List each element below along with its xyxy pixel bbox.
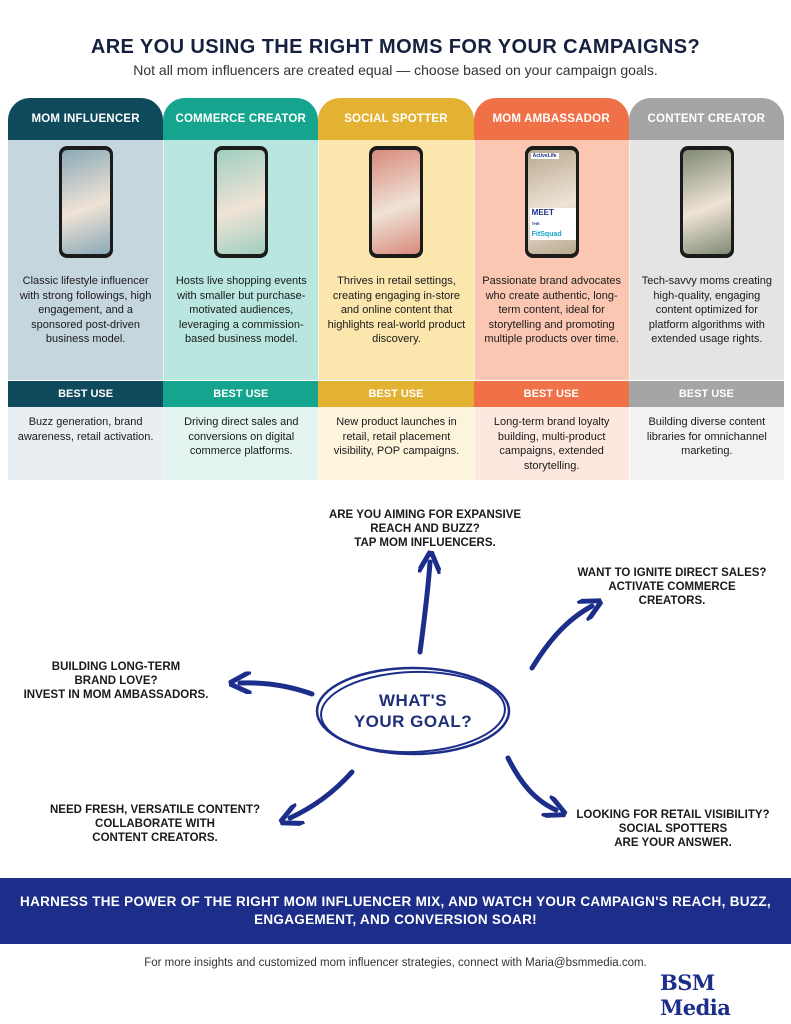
column-body: Classic lifestyle influencer with strong…: [8, 140, 164, 380]
influencer-photo: [372, 150, 421, 254]
photo-meet-overlay: MEET THE FitSquad: [529, 208, 576, 240]
page-title: ARE YOU USING THE RIGHT MOMS FOR YOUR CA…: [90, 36, 701, 58]
influencer-photo: [682, 150, 731, 254]
arrow-left: [240, 683, 315, 697]
page-subtitle: Not all mom influencers are created equa…: [133, 62, 658, 78]
arrow-down-right: [505, 755, 556, 810]
best-use-label: BEST USE: [628, 381, 784, 407]
best-use-text: Building diverse content libraries for o…: [646, 416, 767, 457]
column-mom-ambassador: MOM AMBASSADOR ActiveLife MEET THE FitSq…: [473, 98, 629, 480]
footer-contact: For more insights and customized mom inf…: [144, 957, 647, 969]
influencer-photo: [61, 150, 110, 254]
arrow-up-right: [529, 606, 592, 671]
best-use-text: Buzz generation, brand awareness, retail…: [17, 416, 154, 443]
goal-retail-visibility: LOOKING FOR RETAIL VISIBILITY? SOCIAL SP…: [560, 808, 786, 850]
cta-banner-text: HARNESS THE POWER OF THE RIGHT MOM INFLU…: [20, 894, 771, 927]
goal-ellipse: [315, 666, 511, 756]
phone-photo: [369, 146, 424, 258]
goal-line: ACTIVATE COMMERCE: [608, 581, 736, 593]
goal-line: NEED FRESH, VERSATILE CONTENT?: [50, 804, 260, 816]
best-use-text: New product launches in retail, retail p…: [333, 416, 460, 457]
goal-center-label: WHAT'S YOUR GOAL?: [333, 690, 493, 732]
phone-photo: ActiveLife MEET THE FitSquad: [524, 146, 579, 258]
best-use-cell: Long-term brand loyalty building, multi-…: [473, 407, 629, 480]
column-description: Classic lifestyle influencer with strong…: [19, 275, 152, 345]
column-body: Hosts live shopping events with smaller …: [163, 140, 319, 380]
best-use-cell: Buzz generation, brand awareness, retail…: [8, 407, 164, 480]
phone-photo: [58, 146, 113, 258]
goal-line: SOCIAL SPOTTERS: [618, 823, 728, 835]
goal-center-line1: WHAT'S: [378, 691, 448, 710]
goal-line: CONTENT CREATORS.: [92, 832, 218, 844]
goal-line: BRAND LOVE?: [74, 675, 158, 687]
goal-line: BUILDING LONG-TERM: [51, 661, 181, 673]
column-commerce-creator: COMMERCE CREATOR Hosts live shopping eve…: [163, 98, 319, 480]
column-description: Tech-savvy moms creating high-quality, e…: [641, 275, 772, 345]
the-text: THE: [531, 221, 540, 226]
column-header: MOM AMBASSADOR: [473, 98, 629, 140]
goal-line: ARE YOUR ANSWER.: [614, 837, 732, 849]
goal-line: WANT TO IGNITE DIRECT SALES?: [577, 567, 767, 579]
best-use-label: BEST USE: [473, 381, 629, 407]
goal-line: CREATORS.: [638, 595, 706, 607]
best-use-cell: Driving direct sales and conversions on …: [163, 407, 319, 480]
influencer-types-table: MOM INFLUENCER Classic lifestyle influen…: [8, 98, 784, 480]
influencer-photo: ActiveLife MEET THE FitSquad: [527, 150, 576, 254]
column-description: Thrives in retail settings, creating eng…: [327, 275, 466, 345]
arrow-down-left: [290, 769, 355, 818]
phone-photo: [214, 146, 269, 258]
goal-line: LOOKING FOR RETAIL VISIBILITY?: [576, 809, 770, 821]
goal-line: ARE YOU AIMING FOR EXPANSIVE: [328, 509, 522, 521]
best-use-text: Driving direct sales and conversions on …: [184, 416, 299, 457]
column-body: Thrives in retail settings, creating eng…: [318, 140, 474, 380]
goal-line: INVEST IN MOM AMBASSADORS.: [23, 689, 209, 701]
column-content-creator: CONTENT CREATOR Tech-savvy moms creating…: [628, 98, 784, 480]
column-mom-influencer: MOM INFLUENCER Classic lifestyle influen…: [8, 98, 164, 480]
cta-banner: HARNESS THE POWER OF THE RIGHT MOM INFLU…: [0, 878, 791, 944]
best-use-cell: New product launches in retail, retail p…: [318, 407, 474, 480]
column-header: COMMERCE CREATOR: [163, 98, 319, 140]
goal-direct-sales: WANT TO IGNITE DIRECT SALES? ACTIVATE CO…: [562, 566, 782, 608]
column-header: MOM INFLUENCER: [8, 98, 164, 140]
column-description: Hosts live shopping events with smaller …: [175, 275, 307, 345]
goal-line: TAP MOM INFLUENCERS.: [354, 537, 496, 549]
best-use-text: Long-term brand loyalty building, multi-…: [493, 416, 610, 472]
best-use-label: BEST USE: [163, 381, 319, 407]
column-header: SOCIAL SPOTTER: [318, 98, 474, 140]
goal-brand-love: BUILDING LONG-TERM BRAND LOVE? INVEST IN…: [4, 660, 228, 702]
influencer-photo: [217, 150, 266, 254]
column-body: ActiveLife MEET THE FitSquad Passionate …: [473, 140, 629, 380]
goal-line: REACH AND BUZZ?: [370, 523, 480, 535]
goal-fresh-content: NEED FRESH, VERSATILE CONTENT? COLLABORA…: [20, 803, 290, 845]
goal-reach-buzz: ARE YOU AIMING FOR EXPANSIVE REACH AND B…: [290, 508, 560, 550]
column-description: Passionate brand advocates who create au…: [482, 275, 622, 345]
goal-line: COLLABORATE WITH: [95, 818, 215, 830]
photo-brand-overlay: ActiveLife: [530, 153, 559, 159]
column-body: Tech-savvy moms creating high-quality, e…: [628, 140, 784, 380]
meet-text: MEET: [531, 208, 554, 217]
phone-photo: [679, 146, 734, 258]
best-use-label: BEST USE: [8, 381, 164, 407]
logo-text: BSM Media: [660, 970, 731, 1020]
best-use-label: BEST USE: [318, 381, 474, 407]
bsm-media-logo: BSM Media: [660, 970, 780, 1020]
squad-text: FitSquad: [531, 231, 562, 238]
column-header: CONTENT CREATOR: [628, 98, 784, 140]
column-social-spotter: SOCIAL SPOTTER Thrives in retail setting…: [318, 98, 474, 480]
best-use-cell: Building diverse content libraries for o…: [628, 407, 784, 480]
arrow-up: [417, 562, 430, 655]
goal-center-line2: YOUR GOAL?: [353, 712, 473, 731]
